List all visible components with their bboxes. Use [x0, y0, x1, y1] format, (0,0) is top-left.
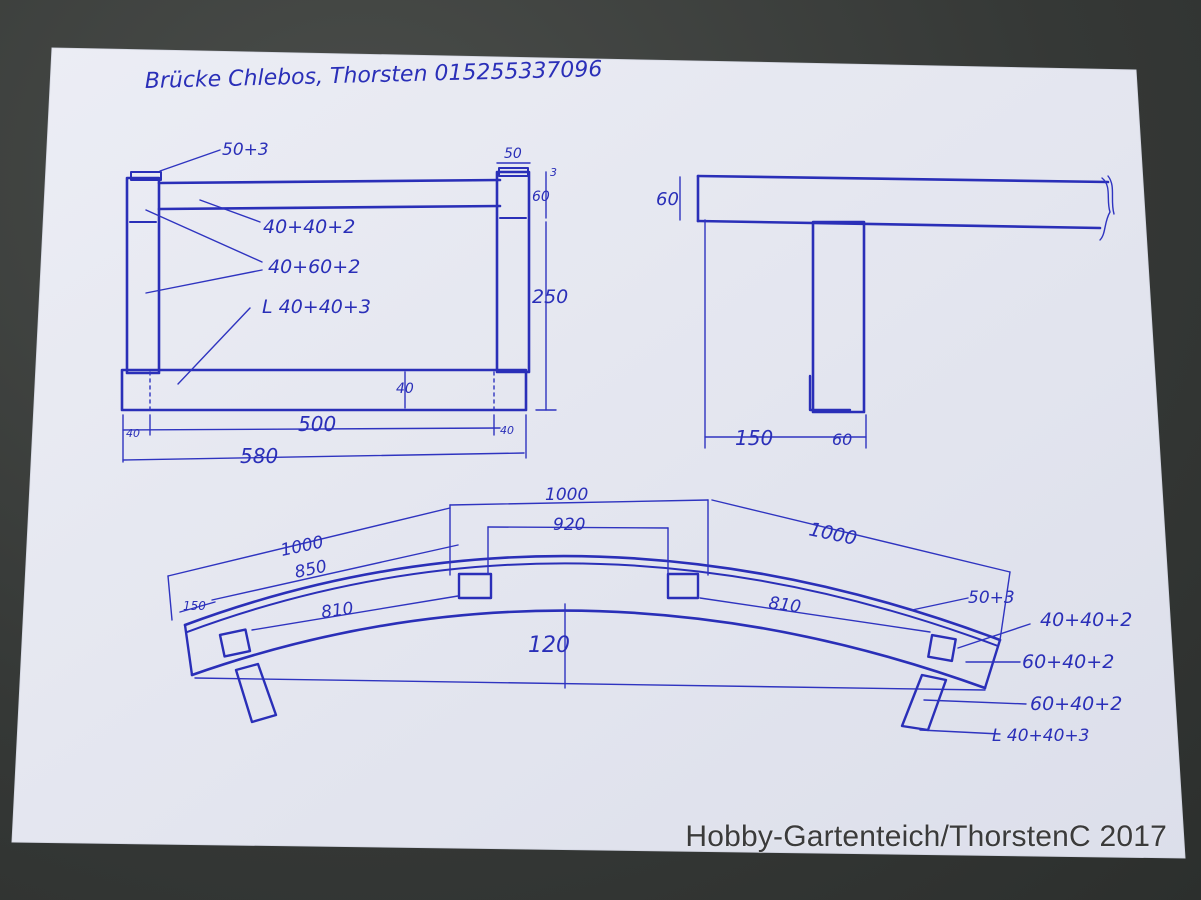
- paper-shade: [12, 48, 1185, 858]
- side-view: 60 150 60: [656, 174, 1115, 450]
- arch-joist-right: [666, 572, 700, 600]
- front-right-post-cap: 3: [550, 166, 557, 179]
- watermark: Hobby-Gartenteich/ThorstenC 2017: [685, 820, 1167, 853]
- arch-label-beam: 60+40+2: [1022, 651, 1114, 673]
- right-post: [495, 170, 531, 374]
- arch-label-angle: L 40+40+3: [992, 726, 1089, 746]
- arch-label-plank: 50+3: [968, 588, 1015, 608]
- arch-rise: 120: [528, 633, 570, 658]
- front-right-post-height: 60: [532, 189, 550, 205]
- arch-label-rail: 40+40+2: [1040, 609, 1132, 631]
- front-beam-height: 40: [396, 381, 414, 397]
- arch-view: 1000 920 1000 850 150 1000 810 810 120: [167, 485, 1132, 746]
- left-post-cap: [130, 171, 162, 181]
- front-left-offset: 40: [126, 427, 140, 440]
- front-post-label: 40+60+2: [268, 256, 360, 278]
- front-total-width: 580: [240, 444, 278, 468]
- arch-inner-top: 920: [553, 515, 585, 535]
- arch-lower-right: 810: [767, 593, 802, 617]
- front-view: 50+3 40+40+2 40+60+2 L 40+40+3 50 3 60 2…: [120, 140, 568, 468]
- front-right-post-width: 50: [504, 146, 522, 162]
- side-beam-height: 60: [656, 189, 679, 210]
- front-height: 250: [532, 286, 568, 308]
- front-inner-width: 500: [298, 412, 336, 436]
- side-offset: 150: [735, 426, 773, 450]
- side-post: [811, 220, 866, 414]
- front-top-post-size: 50+3: [222, 140, 269, 160]
- front-rail-label: 40+40+2: [263, 216, 355, 238]
- front-right-offset: 40: [500, 424, 514, 437]
- front-angle-label: L 40+40+3: [262, 296, 371, 318]
- arch-lower-left: 810: [320, 599, 355, 623]
- left-post: [125, 176, 161, 375]
- arch-end-offset: 150: [183, 599, 206, 613]
- arch-label-leg: 60+40+2: [1030, 693, 1122, 715]
- arch-joist-left: [457, 572, 493, 600]
- side-post-width: 60: [832, 430, 852, 449]
- arch-span-top: 1000: [545, 485, 588, 505]
- bottom-beam: [120, 368, 528, 412]
